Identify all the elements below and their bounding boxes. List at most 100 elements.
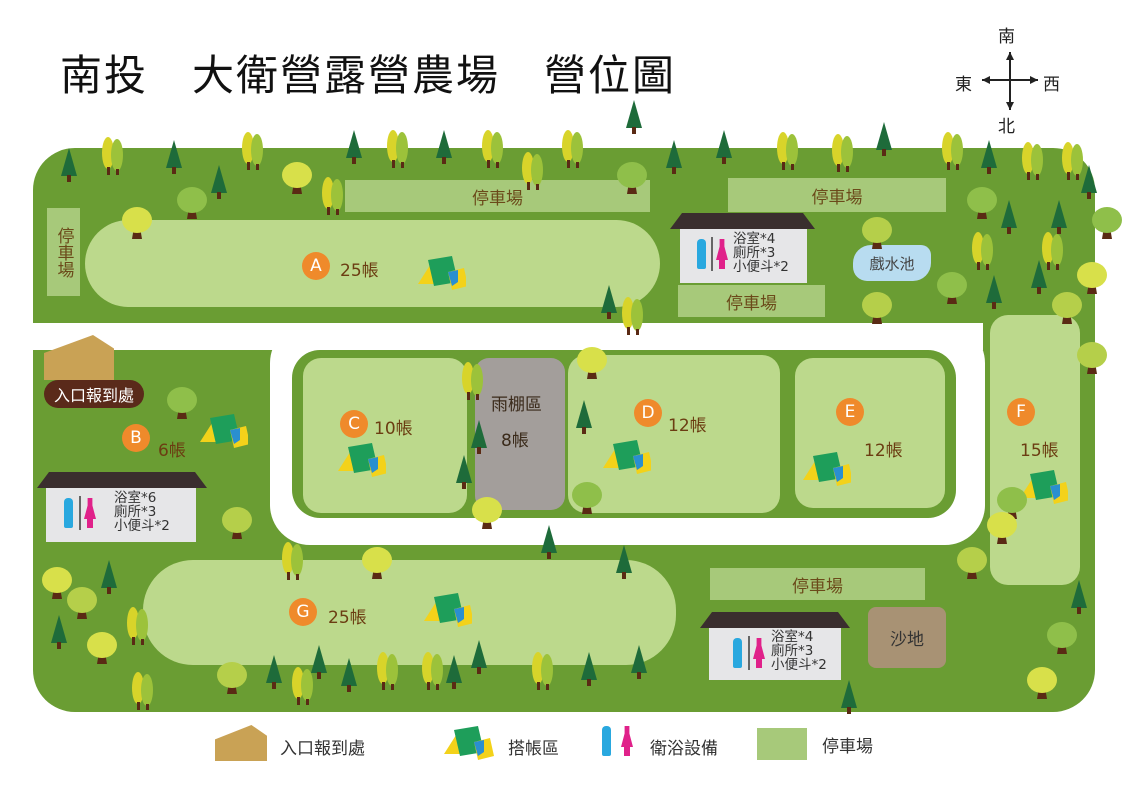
pine-tree-icon [165, 140, 183, 178]
legend-entrance-icon [215, 725, 267, 761]
round-tree-icon [360, 545, 394, 585]
round-tree-icon [570, 480, 604, 520]
zone-c-badge: C [340, 410, 368, 438]
poplar-tree-icon [775, 130, 801, 174]
zone-f-badge: F [1007, 398, 1035, 426]
poplar-tree-icon [1060, 140, 1086, 184]
legend-woman-icon [621, 726, 633, 756]
poplar-tree-icon [290, 665, 316, 709]
map-title: 南投 大衛營露營農場 營位圖 [60, 51, 677, 100]
zone-c [303, 358, 467, 513]
poplar-tree-icon [560, 128, 586, 172]
pine-tree-icon [445, 655, 463, 693]
legend-entrance-label: 入口報到處 [280, 739, 365, 759]
pine-tree-icon [665, 140, 683, 178]
zone-g-count: 25帳 [328, 608, 367, 628]
zone-a-badge: A [302, 252, 330, 280]
shower-count: 浴室*6 [114, 490, 157, 506]
parking-left-label: 停車場 [53, 226, 74, 278]
man-icon [64, 498, 73, 528]
zone-d-count: 12帳 [668, 416, 707, 436]
pine-tree-icon [1050, 200, 1068, 238]
poplar-tree-icon [385, 128, 411, 172]
parking-under-bath: 停車場 [678, 285, 825, 317]
pine-tree-icon [470, 420, 488, 458]
poplar-tree-icon [530, 650, 556, 694]
bath-roof [37, 472, 207, 488]
round-tree-icon [280, 160, 314, 200]
toilet-count: 廁所*3 [733, 245, 776, 261]
zone-g [143, 560, 676, 665]
poplar-tree-icon [940, 130, 966, 174]
poplar-tree-icon [520, 150, 546, 194]
round-tree-icon [215, 660, 249, 700]
legend-parking-label: 停車場 [822, 737, 873, 757]
pool-label: 戲水池 [869, 254, 915, 273]
poplar-tree-icon [460, 360, 486, 404]
pine-tree-icon [100, 560, 118, 598]
round-tree-icon [1090, 205, 1124, 245]
poplar-tree-icon [830, 132, 856, 176]
round-tree-icon [1025, 665, 1059, 705]
poplar-tree-icon [125, 605, 151, 649]
round-tree-icon [615, 160, 649, 200]
pine-tree-icon [1000, 200, 1018, 238]
man-icon [733, 638, 742, 668]
rain-shelter-name: 雨棚區 [491, 395, 542, 415]
poplar-tree-icon [375, 650, 401, 694]
pine-tree-icon [455, 455, 473, 493]
legend-bath-label: 衛浴設備 [650, 739, 718, 759]
zone-e [795, 358, 945, 508]
poplar-tree-icon [420, 650, 446, 694]
legend-parking-swatch [757, 728, 807, 760]
woman-icon [716, 239, 728, 269]
parking-bottom: 停車場 [710, 568, 925, 600]
round-tree-icon [860, 290, 894, 330]
round-tree-icon [470, 495, 504, 535]
poplar-tree-icon [1020, 140, 1046, 184]
zone-b-count: 6帳 [158, 441, 186, 461]
pine-tree-icon [310, 645, 328, 683]
pine-tree-icon [540, 525, 558, 563]
zone-d [568, 355, 780, 513]
tent-icon [803, 452, 853, 486]
pine-tree-icon [1080, 165, 1098, 203]
tent-icon [603, 440, 653, 474]
parking-top-right: 停車場 [728, 178, 946, 212]
man-icon [697, 239, 706, 269]
round-tree-icon [65, 585, 99, 625]
pine-tree-icon [615, 545, 633, 583]
pine-tree-icon [1030, 260, 1048, 298]
pine-tree-icon [625, 100, 643, 138]
pine-tree-icon [875, 122, 893, 160]
pine-tree-icon [985, 275, 1003, 313]
zone-g-badge: G [289, 598, 317, 626]
zone-d-badge: D [634, 399, 662, 427]
compass-west: 西 [1043, 75, 1060, 95]
rain-shelter-count: 8帳 [501, 431, 529, 451]
pine-tree-icon [1070, 580, 1088, 618]
round-tree-icon [935, 270, 969, 310]
zone-e-badge: E [836, 398, 864, 426]
pine-tree-icon [50, 615, 68, 653]
pine-tree-icon [345, 130, 363, 168]
poplar-tree-icon [1040, 230, 1066, 274]
pool: 戲水池 [853, 245, 931, 281]
round-tree-icon [120, 205, 154, 245]
legend-tent-label: 搭帳區 [508, 739, 559, 759]
legend-tent-icon [444, 726, 494, 760]
round-tree-icon [40, 565, 74, 605]
round-tree-icon [575, 345, 609, 385]
pine-tree-icon [980, 140, 998, 178]
round-tree-icon [85, 630, 119, 670]
urinal-count: 小便斗*2 [114, 518, 170, 534]
pine-tree-icon [715, 130, 733, 168]
tent-icon [418, 256, 468, 290]
round-tree-icon [220, 505, 254, 545]
round-tree-icon [1075, 260, 1109, 300]
toilet-count: 廁所*3 [771, 643, 814, 659]
tent-icon [200, 414, 250, 448]
